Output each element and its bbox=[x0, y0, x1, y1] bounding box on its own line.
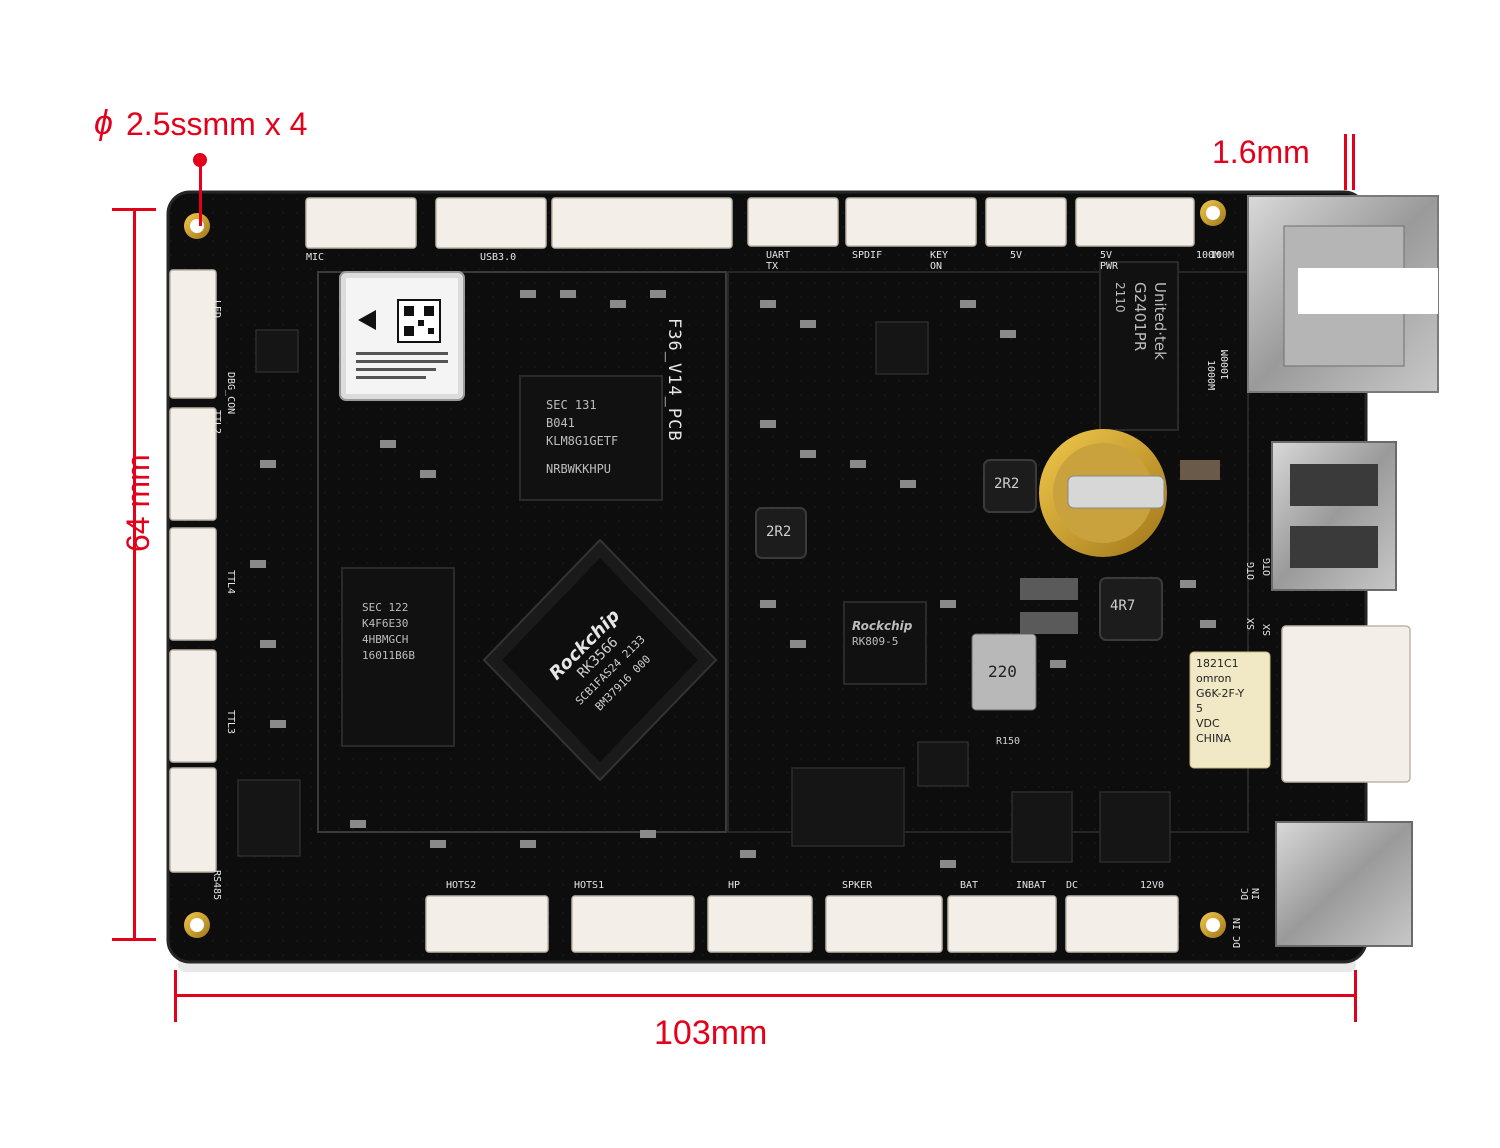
thickness-line-1 bbox=[1344, 134, 1347, 190]
relay-marking: 1821C1 omron G6K-2F-Y 5 VDC CHINA bbox=[1196, 656, 1244, 746]
label-otg: OTG bbox=[1262, 557, 1273, 576]
label-dc: DC bbox=[1066, 880, 1079, 891]
label-ttl2: TTL2 bbox=[211, 410, 222, 435]
label-hots2: HOTS2 bbox=[446, 880, 477, 891]
inductor-label: 2R2 bbox=[994, 476, 1020, 492]
width-dim-line bbox=[174, 994, 1356, 997]
emmc-chip bbox=[519, 375, 663, 501]
label-spdif: SPDIF bbox=[852, 250, 883, 261]
top-connectors bbox=[305, 197, 1195, 249]
label-12v0: 12V0 bbox=[1140, 880, 1165, 891]
label-led: LED bbox=[211, 300, 222, 319]
emmc-line-4: NRBWKKHPU bbox=[546, 462, 612, 476]
emmc-line-2: B041 bbox=[546, 416, 575, 430]
smd-components bbox=[250, 290, 1220, 868]
svg-text:OTG: OTG bbox=[1246, 562, 1257, 580]
relay bbox=[1189, 651, 1271, 769]
svg-text:100M: 100M bbox=[1210, 250, 1234, 261]
left-connectors bbox=[169, 269, 217, 873]
label-sx: SX bbox=[1262, 623, 1273, 636]
core-module-outline bbox=[317, 271, 727, 833]
svg-text:1000M: 1000M bbox=[1220, 350, 1231, 380]
ram-line-4: 16011B6B bbox=[362, 649, 415, 662]
inductor-220 bbox=[971, 633, 1037, 711]
power-connector bbox=[1281, 625, 1411, 783]
svg-text:DC IN: DC IN bbox=[1232, 918, 1243, 948]
usb-port bbox=[1271, 441, 1397, 591]
label-100m: 100M bbox=[1196, 250, 1221, 261]
label-dc-in: DC IN bbox=[1240, 887, 1262, 900]
hole-dimension-label: 2.5ssmm x 4 bbox=[126, 106, 308, 142]
label-uart-tx: UART TX bbox=[766, 250, 791, 272]
svg-text:SX: SX bbox=[1246, 618, 1257, 630]
wifi-module bbox=[339, 271, 465, 401]
ethernet-jack bbox=[1247, 195, 1439, 393]
height-dimension-label: 64 mm bbox=[120, 454, 156, 552]
lan-line-1: United·tek bbox=[1151, 282, 1169, 360]
label-5v: 5V bbox=[1010, 250, 1023, 261]
pcb-body bbox=[168, 192, 1366, 962]
relay-line-2: omron bbox=[1196, 672, 1232, 685]
soc-chip bbox=[482, 538, 718, 782]
label-dbg-con: DBG_CON bbox=[225, 372, 236, 415]
pmic-chip bbox=[843, 601, 927, 685]
thickness-label: 1.6mm bbox=[1212, 134, 1310, 170]
ram-line-2: K4F6E30 bbox=[362, 617, 409, 630]
label-ttl4: TTL4 bbox=[225, 570, 236, 595]
inductor-label: 2R2 bbox=[766, 524, 792, 540]
pcb-label: F36_V14_PCB bbox=[664, 318, 684, 442]
label-key-on: KEY ON bbox=[930, 250, 949, 272]
relay-line-5: VDC bbox=[1196, 717, 1220, 730]
label-rs485: RS485 bbox=[211, 870, 222, 901]
lan-line-3: 2110 bbox=[1113, 282, 1127, 313]
label-1000m: 1000M bbox=[1205, 360, 1216, 391]
label-spker: SPKER bbox=[842, 880, 873, 891]
label-inbat: INBAT bbox=[1016, 880, 1047, 891]
hole-marker-line bbox=[199, 162, 202, 226]
emmc-marking: SEC 131 B041 KLM8G1GETF NRBWKKHPU bbox=[546, 396, 618, 478]
mounting-holes bbox=[184, 200, 1226, 938]
lan-line-2: G2401PR bbox=[1131, 282, 1149, 352]
label-usb3: USB3.0 bbox=[480, 252, 517, 263]
inductor-label: 4R7 bbox=[1110, 598, 1136, 614]
lan-chip-marking: United·tek G2401PR 2110 bbox=[1110, 282, 1170, 360]
bottom-connectors bbox=[425, 895, 1179, 953]
label-hots1: HOTS1 bbox=[574, 880, 605, 891]
height-dim-line bbox=[133, 208, 136, 940]
pmic-model: RK809-5 bbox=[852, 635, 899, 648]
dc-jack bbox=[1275, 821, 1413, 947]
label-5v-pwr: 5V PWR bbox=[1100, 250, 1119, 272]
relay-line-4: 5 bbox=[1196, 702, 1203, 715]
hole-symbol: ϕ bbox=[94, 104, 113, 142]
inductor-label: 220 bbox=[988, 662, 1017, 681]
height-dim-bottom-tick bbox=[112, 938, 156, 941]
ram-line-1: SEC 122 bbox=[362, 601, 409, 614]
width-dim-right-tick bbox=[1354, 970, 1357, 1022]
relay-line-3: G6K-2F-Y bbox=[1196, 687, 1245, 700]
relay-line-1: 1821C1 bbox=[1196, 657, 1239, 670]
ram-chip bbox=[341, 567, 455, 747]
ram-line-3: 4HBMGCH bbox=[362, 633, 409, 646]
relay-line-6: CHINA bbox=[1196, 732, 1231, 745]
inductor-label: R150 bbox=[996, 736, 1021, 747]
pmic-brand: Rockchip bbox=[852, 619, 913, 633]
width-dimension-label: 103mm bbox=[654, 1014, 768, 1052]
silkscreen: 100M SX OTG 1000M DC IN bbox=[1210, 250, 1257, 948]
label-ttl3: TTL3 bbox=[225, 710, 236, 735]
hole-marker-dot bbox=[193, 153, 207, 167]
coin-cell bbox=[1039, 429, 1167, 557]
lan-transformer bbox=[1099, 261, 1179, 431]
label-hp: HP bbox=[728, 880, 741, 891]
label-bat: BAT bbox=[960, 880, 979, 891]
label-mic: MIC bbox=[306, 252, 325, 263]
pmic-marking: Rockchip RK809-5 bbox=[852, 618, 912, 650]
ram-marking: SEC 122 K4F6E30 4HBMGCH 16011B6B bbox=[362, 600, 415, 664]
emmc-line-1: SEC 131 bbox=[546, 398, 597, 412]
emmc-line-3: KLM8G1GETF bbox=[546, 434, 619, 448]
thickness-line-2 bbox=[1352, 134, 1355, 190]
